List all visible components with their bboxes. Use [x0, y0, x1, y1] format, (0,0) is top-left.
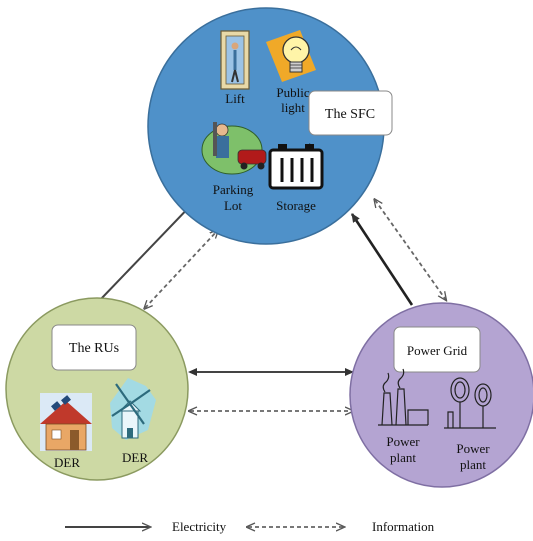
plant2-label-line2: plant — [460, 457, 486, 472]
solar-house-icon — [40, 393, 92, 451]
connectors — [99, 199, 446, 411]
legend: Electricity Information — [65, 519, 435, 534]
grid-title: Power Grid — [407, 343, 468, 358]
arrow-sfc-grid-information — [375, 200, 446, 300]
lift-icon — [220, 30, 250, 90]
sfc-title-box: The SFC — [308, 90, 393, 136]
public-light-label-line1: Public — [276, 85, 309, 100]
lift-label: Lift — [225, 91, 245, 106]
legend-information-label: Information — [372, 519, 435, 534]
parking-lot-icon — [201, 122, 267, 175]
der2-label: DER — [122, 450, 148, 465]
node-rus: The RUs DER DER — [5, 297, 189, 481]
svg-text:+: + — [306, 142, 314, 152]
public-light-label-line2: light — [281, 100, 305, 115]
parking-label-line2: Lot — [224, 198, 242, 213]
windmill-icon — [110, 378, 156, 440]
factory-icon — [378, 368, 429, 426]
rus-title-box: The RUs — [51, 324, 137, 371]
arrow-rus-to-sfc-electricity — [99, 199, 197, 301]
arrow-grid-to-sfc-electricity — [350, 213, 414, 306]
der1-label: DER — [54, 455, 80, 470]
power-plant-tower-icon — [444, 377, 496, 429]
light-bulb-icon — [266, 30, 316, 82]
battery-storage-icon: − + — [268, 142, 324, 190]
sfc-title: The SFC — [325, 107, 375, 122]
node-power-grid: Power Grid Power plant Power plant — [349, 302, 533, 488]
storage-label: Storage — [276, 198, 316, 213]
arrow-rus-sfc-information — [145, 230, 218, 308]
parking-label-line1: Parking — [213, 182, 254, 197]
svg-text:−: − — [280, 142, 288, 152]
plant1-label-line1: Power — [386, 434, 420, 449]
node-sfc: Lift Public light The SFC Parking — [147, 7, 393, 245]
rus-title: The RUs — [69, 341, 119, 356]
plant1-label-line2: plant — [390, 450, 416, 465]
grid-title-box: Power Grid — [393, 326, 481, 373]
legend-electricity-label: Electricity — [172, 519, 227, 534]
plant2-label-line1: Power — [456, 441, 490, 456]
